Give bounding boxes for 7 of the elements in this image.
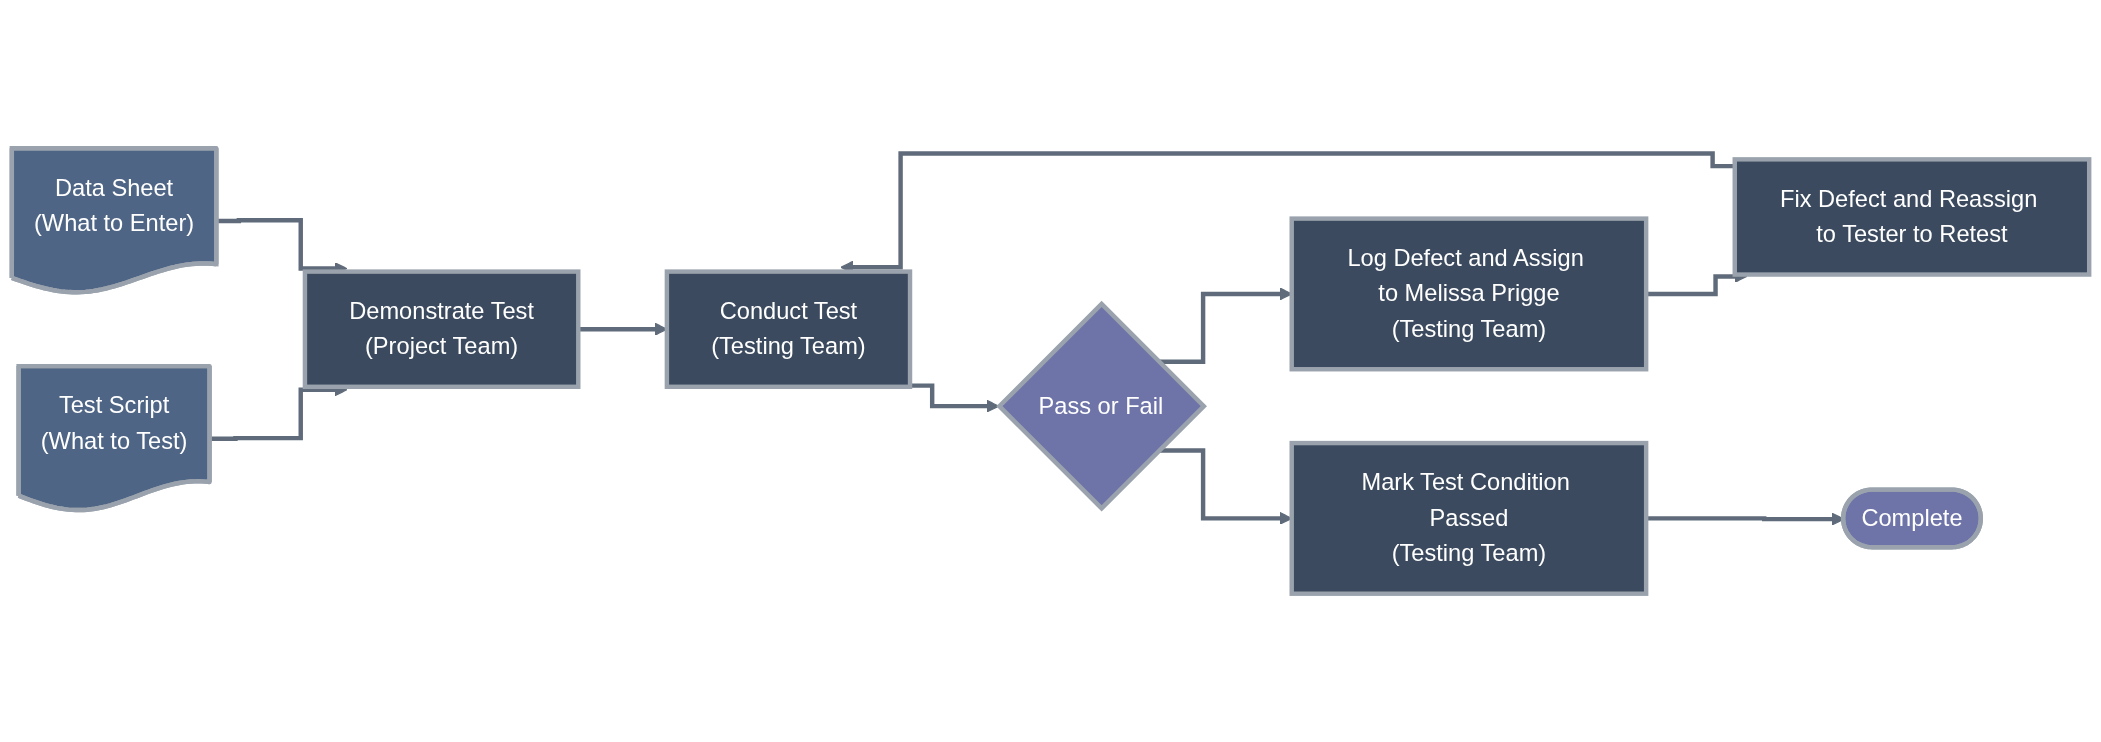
node-box: Log Defect and Assign to Melissa Prigge (Testing Team) [1289, 216, 1649, 372]
node-box: Conduct Test (Testing Team) [664, 269, 913, 389]
node-box: Fix Defect and Reassign to Tester to Retest [1732, 157, 2092, 277]
arrow [910, 383, 1000, 413]
node-box: Demonstrate Test (Project Team) [302, 269, 581, 389]
node-box: Mark Test Condition Passed (Testing Team) [1289, 440, 1649, 596]
node-diamond: Pass or Fail [996, 300, 1207, 512]
